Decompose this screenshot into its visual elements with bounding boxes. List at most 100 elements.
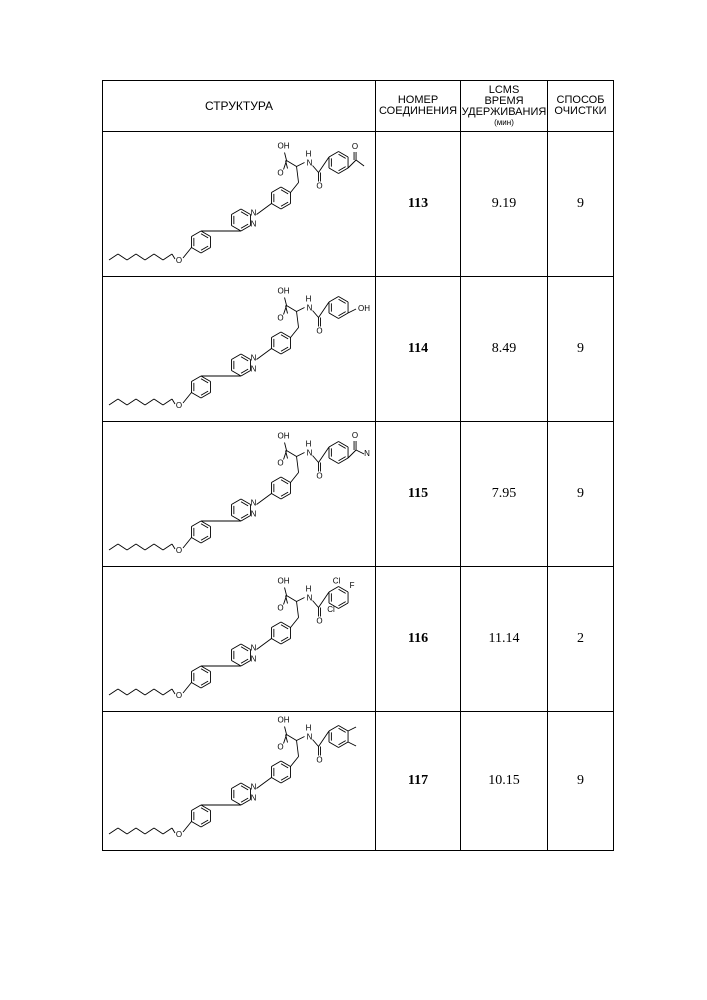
acid-carbonyl-o-label: O	[277, 604, 283, 613]
header-compound-number: НОМЕР СОЕДИНЕНИЯ	[376, 81, 461, 132]
phenol-oh-label: OH	[358, 304, 370, 313]
chemical-structure-113: ONNOOHHNOO	[103, 132, 376, 276]
chloro-label: Cl	[333, 577, 341, 586]
phenyl-ring	[271, 761, 290, 783]
heptyl-chain	[109, 828, 172, 834]
table-header-row: СТРУКТУРА НОМЕР СОЕДИНЕНИЯ LCMS ВРЕМЯ УД…	[103, 81, 614, 132]
acid-carbonyl-o-label: O	[277, 459, 283, 468]
amide-h-label: H	[306, 440, 312, 449]
phenyl-ring	[271, 477, 290, 499]
structure-cell: ONNOOHHNOON	[103, 422, 376, 567]
retention-time: 7.95	[461, 422, 548, 567]
chemical-structure-115: ONNOOHHNOON	[103, 422, 376, 566]
amide-n-label: N	[307, 449, 313, 458]
pyrimidine-n-label: N	[251, 365, 257, 374]
table-row: ONNOOHHNOON 115 7.95 9	[103, 422, 614, 567]
ether-oxygen-label: O	[176, 691, 182, 700]
benzoyl-ring	[329, 297, 348, 319]
acid-carbonyl-o-label: O	[277, 743, 283, 752]
ketone-o-label: O	[352, 142, 358, 151]
amide-carbonyl-o-label: O	[316, 472, 322, 481]
ether-oxygen-label: O	[176, 256, 182, 265]
table-row: ONNOOHHNOOH 114 8.49 9	[103, 277, 614, 422]
amide-h-label: H	[306, 295, 312, 304]
chloro-label: Cl	[327, 605, 335, 614]
purification-method: 9	[548, 422, 614, 567]
purification-method: 9	[548, 712, 614, 851]
header-lcms-time: LCMS ВРЕМЯ УДЕРЖИВАНИЯ (мин)	[461, 81, 548, 132]
amide-carbonyl-o-label: O	[316, 182, 322, 191]
structure-cell: ONNOOHHNO	[103, 712, 376, 851]
retention-time: 10.15	[461, 712, 548, 851]
chemical-structure-114: ONNOOHHNOOH	[103, 277, 376, 421]
purification-method: 9	[548, 132, 614, 277]
pyrimidine-n-label: N	[251, 209, 257, 218]
heptyl-chain	[109, 544, 172, 550]
amide-n-label: N	[307, 304, 313, 313]
compound-number: 117	[376, 712, 461, 851]
retention-time: 9.19	[461, 132, 548, 277]
amide-carbonyl-o-label: O	[316, 327, 322, 336]
heptyl-chain	[109, 399, 172, 405]
compound-number: 114	[376, 277, 461, 422]
header-lcms-line3: УДЕРЖИВАНИЯ	[462, 106, 547, 118]
acid-oh-label: OH	[278, 287, 290, 296]
purification-method: 9	[548, 277, 614, 422]
acid-carbonyl-o-label: O	[277, 169, 283, 178]
phenyl-ring	[191, 666, 210, 688]
table-row: ONNOOHHNO 117 10.15 9	[103, 712, 614, 851]
phenyl-ring	[191, 805, 210, 827]
pyrimidine-ring	[231, 354, 250, 376]
acid-carbonyl-o-label: O	[277, 314, 283, 323]
pyrimidine-n-label: N	[251, 783, 257, 792]
purification-method: 2	[548, 567, 614, 712]
acid-oh-label: OH	[278, 432, 290, 441]
pyrimidine-ring	[231, 499, 250, 521]
pyrimidine-n-label: N	[251, 499, 257, 508]
acid-oh-label: OH	[278, 142, 290, 151]
pyrimidine-n-label: N	[251, 354, 257, 363]
amide-n-label: N	[307, 594, 313, 603]
chemical-structure-117: ONNOOHHNO	[103, 712, 376, 850]
amide-n-tail-label: N	[364, 449, 370, 458]
retention-time: 11.14	[461, 567, 548, 712]
compound-table: СТРУКТУРА НОМЕР СОЕДИНЕНИЯ LCMS ВРЕМЯ УД…	[102, 80, 614, 851]
pyrimidine-n-label: N	[251, 220, 257, 229]
header-compound-line2: СОЕДИНЕНИЯ	[379, 105, 457, 117]
table-row: ONNOOHHNOClFCl 116 11.14 2	[103, 567, 614, 712]
table-row: ONNOOHHNOO 113 9.19 9	[103, 132, 614, 277]
pyrimidine-n-label: N	[251, 655, 257, 664]
header-purification: СПОСОБ ОЧИСТКИ	[548, 81, 614, 132]
phenyl-ring	[271, 622, 290, 644]
amide-carbonyl-o-label: O	[316, 756, 322, 765]
header-lcms-unit: (мин)	[461, 118, 547, 128]
acid-oh-label: OH	[278, 716, 290, 725]
compound-number: 116	[376, 567, 461, 712]
heptyl-chain	[109, 254, 172, 260]
ether-oxygen-label: O	[176, 401, 182, 410]
amide-o-label: O	[352, 431, 358, 440]
pyrimidine-n-label: N	[251, 644, 257, 653]
fluoro-label: F	[350, 581, 355, 590]
chemical-structure-116: ONNOOHHNOClFCl	[103, 567, 376, 711]
ether-oxygen-label: O	[176, 830, 182, 839]
heptyl-chain	[109, 689, 172, 695]
pyrimidine-n-label: N	[251, 794, 257, 803]
amide-carbonyl-o-label: O	[316, 617, 322, 626]
header-structure: СТРУКТУРА	[103, 81, 376, 132]
benzoyl-ring	[329, 152, 348, 174]
phenyl-ring	[271, 332, 290, 354]
pyrimidine-ring	[231, 783, 250, 805]
structure-cell: ONNOOHHNOOH	[103, 277, 376, 422]
pyrimidine-n-label: N	[251, 510, 257, 519]
amide-h-label: H	[306, 150, 312, 159]
pyrimidine-ring	[231, 209, 250, 231]
compound-number: 115	[376, 422, 461, 567]
header-purification-line2: ОЧИСТКИ	[554, 105, 606, 117]
amide-h-label: H	[306, 724, 312, 733]
ether-oxygen-label: O	[176, 546, 182, 555]
phenyl-ring	[191, 521, 210, 543]
amide-n-label: N	[307, 159, 313, 168]
phenyl-ring	[191, 231, 210, 253]
